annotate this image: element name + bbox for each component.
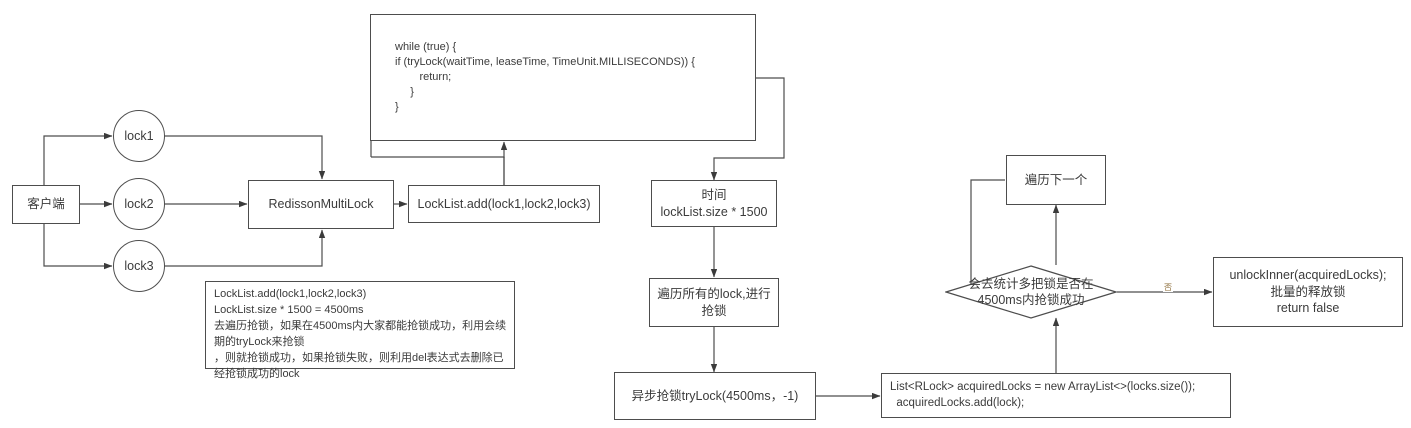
node-lock3[interactable]: lock3 [113,240,165,292]
decision-label: 会去统计多把锁是否在 4500ms内抢锁成功 [968,276,1094,307]
node-lock2[interactable]: lock2 [113,178,165,230]
edge-lock3-to-multilock [164,229,326,267]
decision-diamond-shape [943,265,1119,319]
node-async-trylock[interactable]: 异步抢锁tryLock(4500ms，-1) [614,372,816,420]
edge-client-to-lock1 [43,132,113,185]
node-code-block[interactable]: while (true) { if (tryLock(waitTime, lea… [370,14,756,141]
node-note-annotation: LockList.add(lock1,lock2,lock3) LockList… [205,281,515,380]
node-decision[interactable]: 会去统计多把锁是否在 4500ms内抢锁成功 [943,265,1119,319]
node-redisson-multilock[interactable]: RedissonMultiLock [248,180,394,229]
node-time-box[interactable]: 时间 lockList.size * 1500 [651,180,777,227]
edge-lock1-to-multilock [164,135,326,180]
node-client[interactable]: 客户端 [12,185,80,224]
node-locklist-add[interactable]: LockList.add(lock1,lock2,lock3) [408,185,600,223]
node-traverse-all-locks[interactable]: 遍历所有的lock,进行 抢锁 [649,278,779,327]
edge-client-to-lock3 [43,224,113,270]
edge-label-decision-no: 否 [1163,283,1173,292]
node-acquired-locks[interactable]: List<RLock> acquiredLocks = new ArrayLis… [881,373,1231,418]
node-unlock-inner[interactable]: unlockInner(acquiredLocks); 批量的释放锁 retur… [1213,257,1403,327]
node-next-one[interactable]: 遍历下一个 [1006,155,1106,205]
node-lock1[interactable]: lock1 [113,110,165,162]
